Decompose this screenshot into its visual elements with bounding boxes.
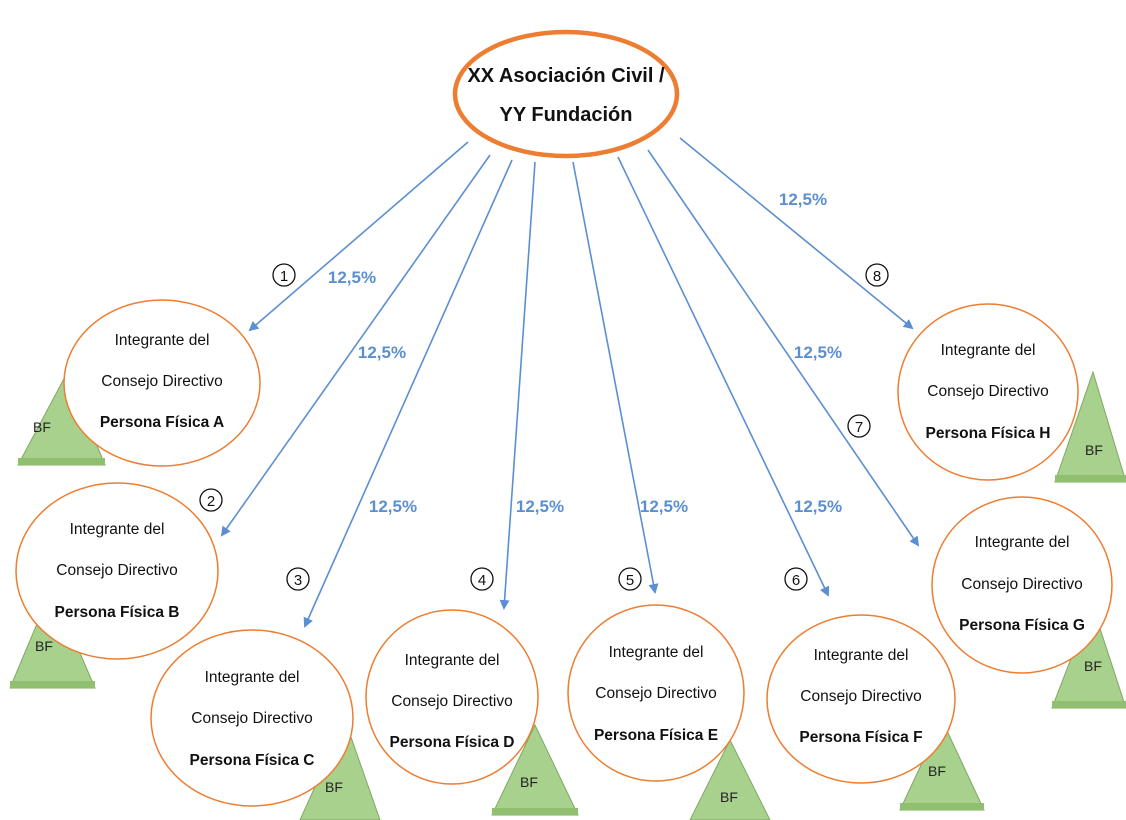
bf-label-b: BF [35, 638, 53, 654]
member-a-line1: Integrante del [115, 332, 210, 349]
number-3: 3 [294, 572, 302, 589]
member-f-name: Persona Física F [799, 729, 922, 746]
number-4: 4 [478, 572, 486, 589]
member-e-line2: Consejo Directivo [595, 685, 716, 702]
number-7: 7 [855, 419, 863, 436]
member-e-name: Persona Física E [594, 727, 718, 744]
percent-label-8: 12,5% [779, 190, 827, 209]
member-d-line1: Integrante del [405, 652, 500, 669]
member-b-line2: Consejo Directivo [56, 562, 177, 579]
member-node-h: Integrante del Consejo Directivo Persona… [897, 303, 1079, 481]
member-f-line2: Consejo Directivo [800, 688, 921, 705]
percent-label-4: 12,5% [516, 497, 564, 516]
member-e-line1: Integrante del [609, 644, 704, 661]
arrow-2 [220, 154, 491, 537]
arrow-6 [617, 156, 830, 597]
member-b-line1: Integrante del [70, 521, 165, 538]
bf-triangle-h: BF [1054, 370, 1126, 483]
number-badge-5: 5 [618, 567, 642, 591]
arrow-8 [679, 137, 914, 330]
member-node-a: Integrante del Consejo Directivo Persona… [63, 299, 261, 467]
member-node-b: Integrante del Consejo Directivo Persona… [15, 482, 219, 660]
member-g-line1: Integrante del [975, 534, 1070, 551]
arrows-layer [220, 137, 920, 628]
bf-triangle-e: BF [689, 738, 771, 820]
member-g-name: Persona Física G [959, 617, 1085, 634]
member-a-name: Persona Física A [100, 414, 224, 431]
member-d-line2: Consejo Directivo [391, 693, 512, 710]
bf-triangle-f: BF [899, 718, 985, 811]
number-badges: 1 2 3 4 5 6 7 8 [199, 263, 889, 591]
number-badge-6: 6 [784, 567, 808, 591]
member-node-g: Integrante del Consejo Directivo Persona… [931, 496, 1113, 674]
member-f-line1: Integrante del [814, 647, 909, 664]
bf-label-e: BF [720, 789, 738, 805]
number-badge-7: 7 [847, 414, 871, 438]
root-node: XX Asociación Civil / YY Fundación [452, 29, 680, 159]
bf-label-g: BF [1084, 658, 1102, 674]
root-title-line2: YY Fundación [500, 104, 633, 126]
bf-label-c: BF [325, 779, 343, 795]
number-8: 8 [873, 268, 881, 285]
number-badge-1: 1 [272, 263, 296, 287]
percent-label-7: 12,5% [794, 343, 842, 362]
number-badge-2: 2 [199, 488, 223, 512]
member-c-line1: Integrante del [205, 669, 300, 686]
percent-label-3: 12,5% [369, 497, 417, 516]
member-c-name: Persona Física C [190, 752, 315, 769]
number-2: 2 [207, 493, 215, 510]
member-h-name: Persona Física H [926, 425, 1051, 442]
member-node-f: Integrante del Consejo Directivo Persona… [766, 614, 956, 784]
member-node-c: Integrante del Consejo Directivo Persona… [150, 629, 354, 807]
arrow-1 [248, 141, 469, 332]
member-node-e: Integrante del Consejo Directivo Persona… [567, 604, 745, 782]
number-badge-4: 4 [470, 567, 494, 591]
member-node-d: Integrante del Consejo Directivo Persona… [365, 609, 539, 785]
arrow-5 [572, 161, 659, 594]
number-badge-3: 3 [286, 567, 310, 591]
number-1: 1 [280, 268, 288, 285]
root-title-line1: XX Asociación Civil / [467, 65, 665, 87]
bf-triangle-g: BF [1051, 602, 1126, 709]
percent-label-2: 12,5% [358, 343, 406, 362]
percent-labels: 12,5% 12,5% 12,5% 12,5% 12,5% 12,5% 12,5… [328, 190, 842, 516]
member-h-line2: Consejo Directivo [927, 383, 1048, 400]
percent-label-6: 12,5% [794, 497, 842, 516]
arrow-3 [303, 159, 513, 628]
number-badge-8: 8 [865, 263, 889, 287]
bf-label-d: BF [520, 774, 538, 790]
member-c-line2: Consejo Directivo [191, 710, 312, 727]
bf-label-a: BF [33, 419, 51, 435]
member-b-name: Persona Física B [55, 604, 180, 621]
arrow-4 [499, 161, 536, 610]
number-5: 5 [626, 572, 634, 589]
number-6: 6 [792, 572, 800, 589]
member-g-line2: Consejo Directivo [961, 576, 1082, 593]
member-h-line1: Integrante del [941, 342, 1036, 359]
beneficiary-triangles: BF BF BF BF BF BF BF [9, 370, 1126, 820]
bf-triangle-d: BF [491, 723, 579, 816]
percent-label-1: 12,5% [328, 268, 376, 287]
member-a-line2: Consejo Directivo [101, 373, 222, 390]
percent-label-5: 12,5% [640, 497, 688, 516]
member-d-name: Persona Física D [390, 734, 515, 751]
bf-label-h: BF [1085, 442, 1103, 458]
arrow-7 [647, 149, 920, 547]
bf-label-f: BF [928, 763, 946, 779]
